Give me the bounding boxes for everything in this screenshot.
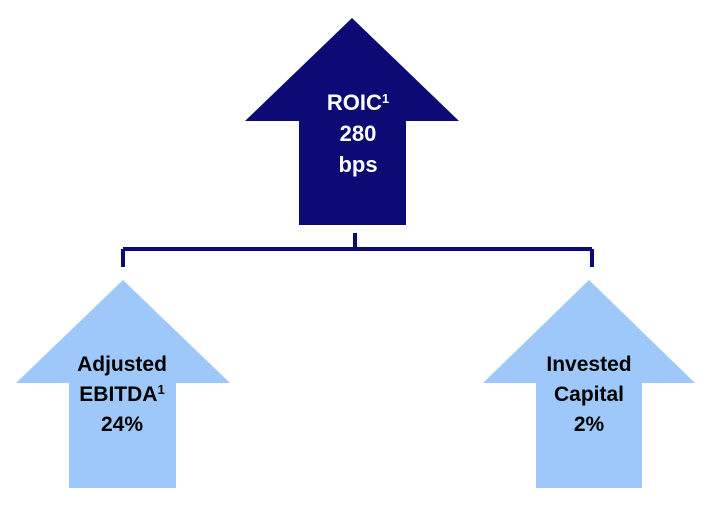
roic-name: ROIC <box>326 90 382 115</box>
adjusted-ebitda-value: 24% <box>100 413 144 436</box>
invested-capital-line2: Capital <box>553 383 624 406</box>
invested-capital-label: Invested Capital 2% <box>529 350 649 440</box>
connector-bracket <box>121 233 594 267</box>
invested-capital-line1: Invested <box>546 353 632 376</box>
adjusted-ebitda-up-arrow <box>16 280 230 488</box>
roic-title: ROIC1 <box>298 87 418 118</box>
adjusted-ebitda-label: Adjusted EBITDA1 24% <box>62 350 182 440</box>
invested-capital-value: 2% <box>573 413 605 436</box>
adjusted-ebitda-line2-wrap: EBITDA1 <box>62 380 182 410</box>
roic-value: 280 <box>339 121 377 146</box>
adjusted-ebitda-footnote: 1 <box>157 382 165 397</box>
adjusted-ebitda-line2: EBITDA <box>79 383 158 406</box>
invested-capital-up-arrow <box>483 280 695 488</box>
adjusted-ebitda-line1: Adjusted <box>77 353 167 376</box>
roic-unit: bps <box>338 152 378 177</box>
roic-label: ROIC1 280 bps <box>298 87 418 180</box>
roic-footnote: 1 <box>381 91 390 106</box>
roic-up-arrow <box>245 18 459 225</box>
